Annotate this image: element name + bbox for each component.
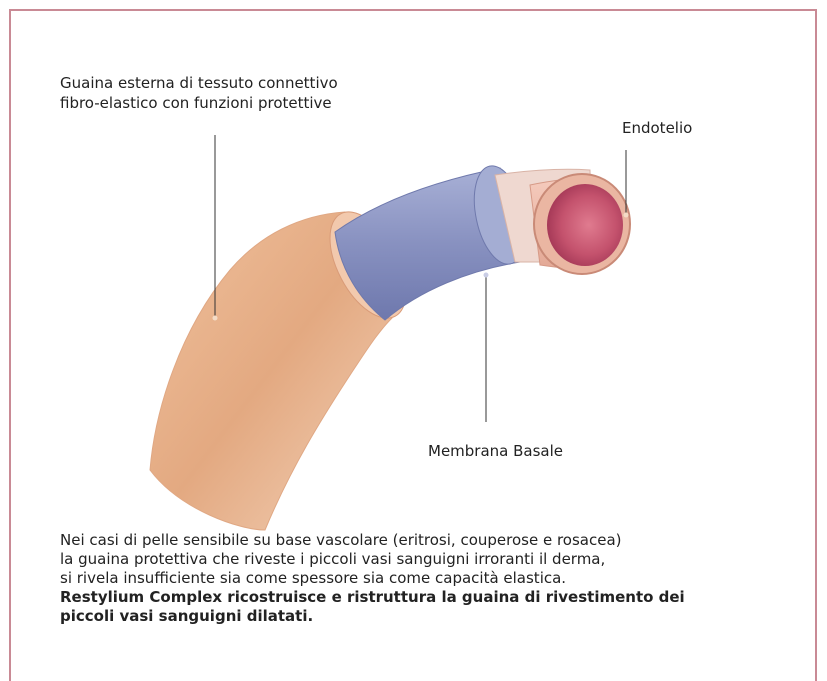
outer-sheath-label-line2: fibro-elastico con funzioni protettive bbox=[60, 93, 338, 113]
description-bold-line-1: Restylium Complex ricostruisce e ristrut… bbox=[60, 588, 780, 607]
basal-membrane-label: Membrana Basale bbox=[428, 441, 563, 461]
description-line-3: si rivela insufficiente sia come spessor… bbox=[60, 569, 780, 588]
description-line-1: Nei casi di pelle sensibile su base vasc… bbox=[60, 531, 780, 550]
vessel-lumen bbox=[547, 184, 623, 266]
outer-sheath-label: Guaina esterna di tessuto connettivo fib… bbox=[60, 73, 338, 113]
endothelium-label: Endotelio bbox=[622, 118, 692, 138]
description-line-2: la guaina protettiva che riveste i picco… bbox=[60, 550, 780, 569]
outer-sheath-leader-dot bbox=[213, 316, 218, 321]
endothelium-leader-dot bbox=[624, 213, 629, 218]
basal-membrane-leader-dot bbox=[484, 273, 489, 278]
description-text: Nei casi di pelle sensibile su base vasc… bbox=[60, 531, 780, 626]
description-bold-line-2: piccoli vasi sanguigni dilatati. bbox=[60, 607, 780, 626]
outer-sheath-label-line1: Guaina esterna di tessuto connettivo bbox=[60, 73, 338, 93]
